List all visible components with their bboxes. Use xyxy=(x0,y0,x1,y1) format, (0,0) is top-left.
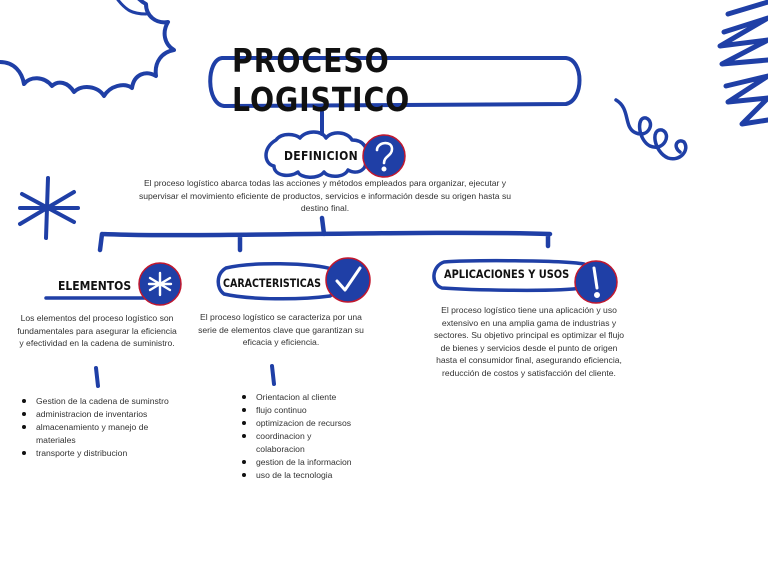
cloud-shape-top-left xyxy=(0,0,176,98)
zigzag-top-right xyxy=(717,0,768,127)
list-item: Gestion de la cadena de suminstro xyxy=(21,395,211,408)
list-item: Orientacion al cliente xyxy=(241,391,381,404)
caracteristicas-label: CARACTERISTICAS xyxy=(223,276,321,290)
caracteristicas-text: El proceso logístico se caracteriza por … xyxy=(198,312,364,348)
elementos-text: Los elementos del proceso logístico son … xyxy=(17,313,177,349)
caracteristicas-list: Orientacion al cliente flujo continuo op… xyxy=(241,391,381,482)
definicion-text: El proceso logístico abarca todas las ac… xyxy=(138,178,512,214)
list-item: optimizacion de recursos xyxy=(241,417,381,430)
list-item: gestion de la informacion xyxy=(241,456,381,469)
list-item: administracion de inventarios xyxy=(21,408,211,421)
tree-connector xyxy=(97,215,553,253)
asterisk-decoration xyxy=(18,176,80,240)
checkmark-icon xyxy=(335,266,362,292)
list-item: transporte y distribucion xyxy=(21,447,211,460)
exclamation-icon xyxy=(592,266,600,298)
caracteristicas-outline xyxy=(216,261,341,301)
definicion-label: DEFINICION xyxy=(284,149,358,163)
aplicaciones-label: APLICACIONES Y USOS xyxy=(444,267,570,281)
connector-elementos-list xyxy=(94,366,100,388)
asterisk-icon xyxy=(147,271,173,297)
list-item: uso de la tecnologia xyxy=(241,469,381,482)
list-item: flujo continuo xyxy=(241,404,381,417)
connector-caracteristicas-list xyxy=(270,364,276,386)
elementos-label: ELEMENTOS xyxy=(58,279,132,293)
definicion-cloud-outline xyxy=(264,130,369,179)
brush-top-edge xyxy=(116,0,148,16)
list-item: almacenamiento y manejo de materiales xyxy=(21,421,186,447)
page-title: PROCESO LOGISTICO xyxy=(232,41,411,119)
loop-top-right xyxy=(614,98,688,161)
aplicaciones-text: El proceso logístico tiene una aplicació… xyxy=(433,305,625,378)
elementos-list: Gestion de la cadena de suminstro admini… xyxy=(21,395,211,460)
question-icon xyxy=(375,141,394,172)
list-item: coordinacion y colaboracion xyxy=(241,430,336,456)
title-pill-outline xyxy=(208,56,582,108)
